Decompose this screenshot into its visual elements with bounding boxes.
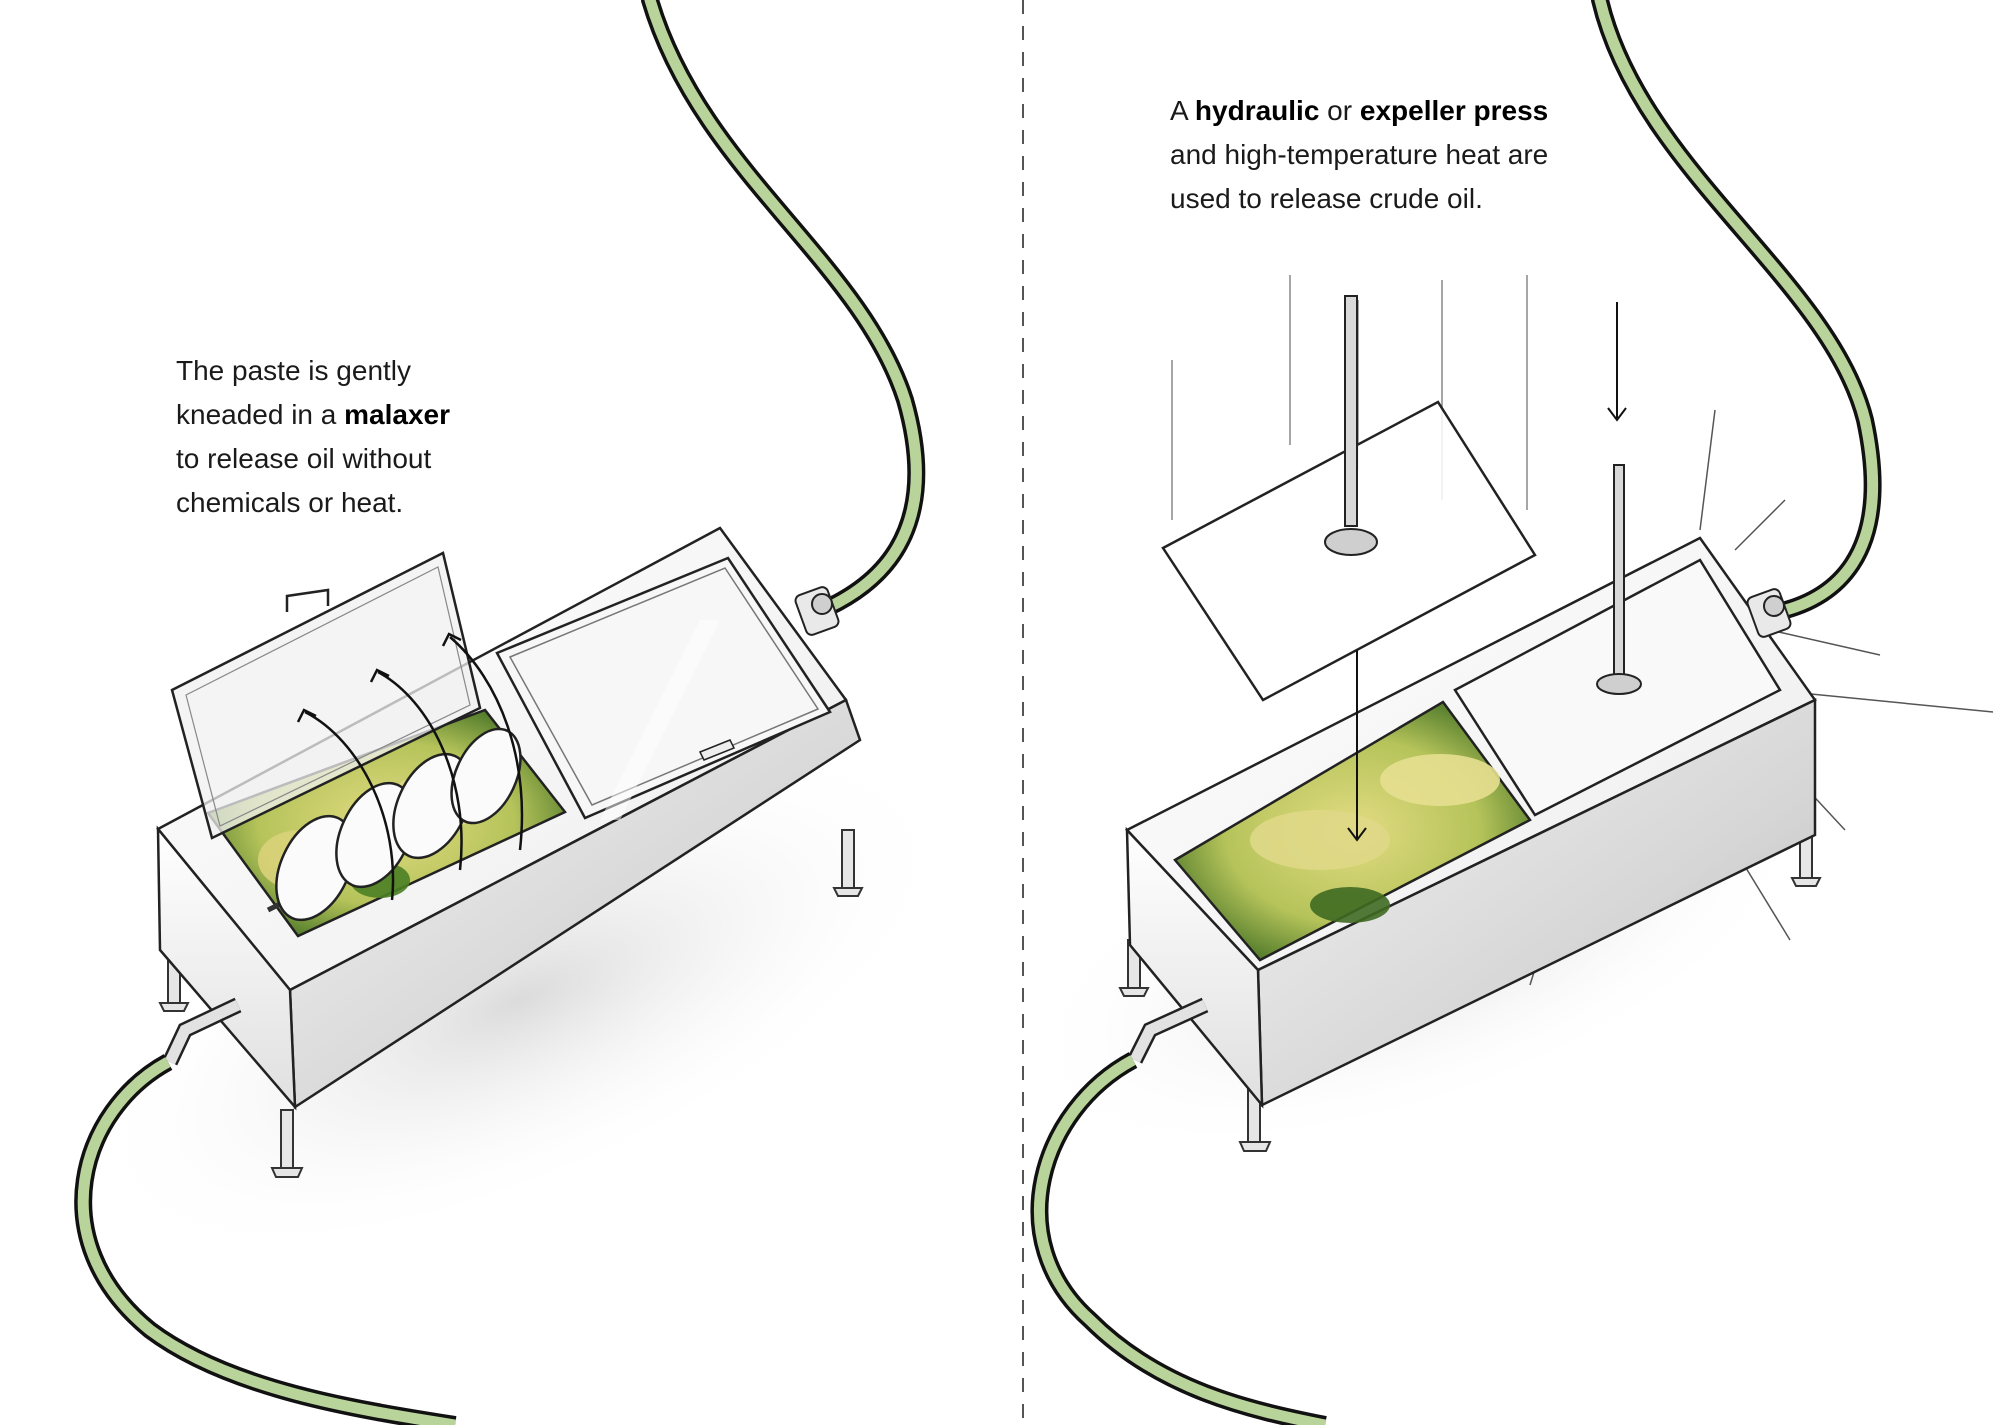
malaxer-caption: The paste is gently kneaded in a malaxer t… [176, 349, 516, 525]
caption-line: A [1170, 95, 1195, 126]
hose-outlet-left [641, 0, 926, 621]
left-panel-scene [74, 0, 957, 1425]
caption-line: and high-temperature heat are [1170, 139, 1549, 170]
caption-line: used to release crude oil. [1170, 183, 1483, 214]
caption-keyword-expeller-press: expeller press [1359, 95, 1549, 126]
hose-inlet-left [74, 997, 457, 1425]
rotation-arrows [296, 632, 524, 901]
caption-line: or [1319, 95, 1360, 126]
caption-line: kneaded in a [176, 399, 345, 430]
mixing-blades [266, 727, 522, 922]
caption-line: The paste is gently [176, 355, 412, 386]
press-plate-floating [1161, 295, 1537, 702]
right-panel-scene [1021, 0, 1993, 1425]
caption-line: chemicals or heat. [176, 487, 404, 518]
caption-keyword-hydraulic: hydraulic [1194, 95, 1320, 126]
outlet-fitting-right [1746, 588, 1792, 638]
press-caption: A hydraulic or expeller press and high-te… [1170, 89, 1630, 221]
down-arrows [1347, 302, 1627, 842]
caption-line: to release oil without [176, 443, 432, 474]
press-rod-seated [1596, 464, 1642, 695]
hose-inlet-right [1030, 997, 1327, 1425]
hose-outlet-right [1591, 0, 1882, 621]
outlet-fitting-left [794, 586, 840, 636]
caption-keyword-malaxer: malaxer [344, 399, 451, 430]
open-lid [170, 551, 482, 840]
